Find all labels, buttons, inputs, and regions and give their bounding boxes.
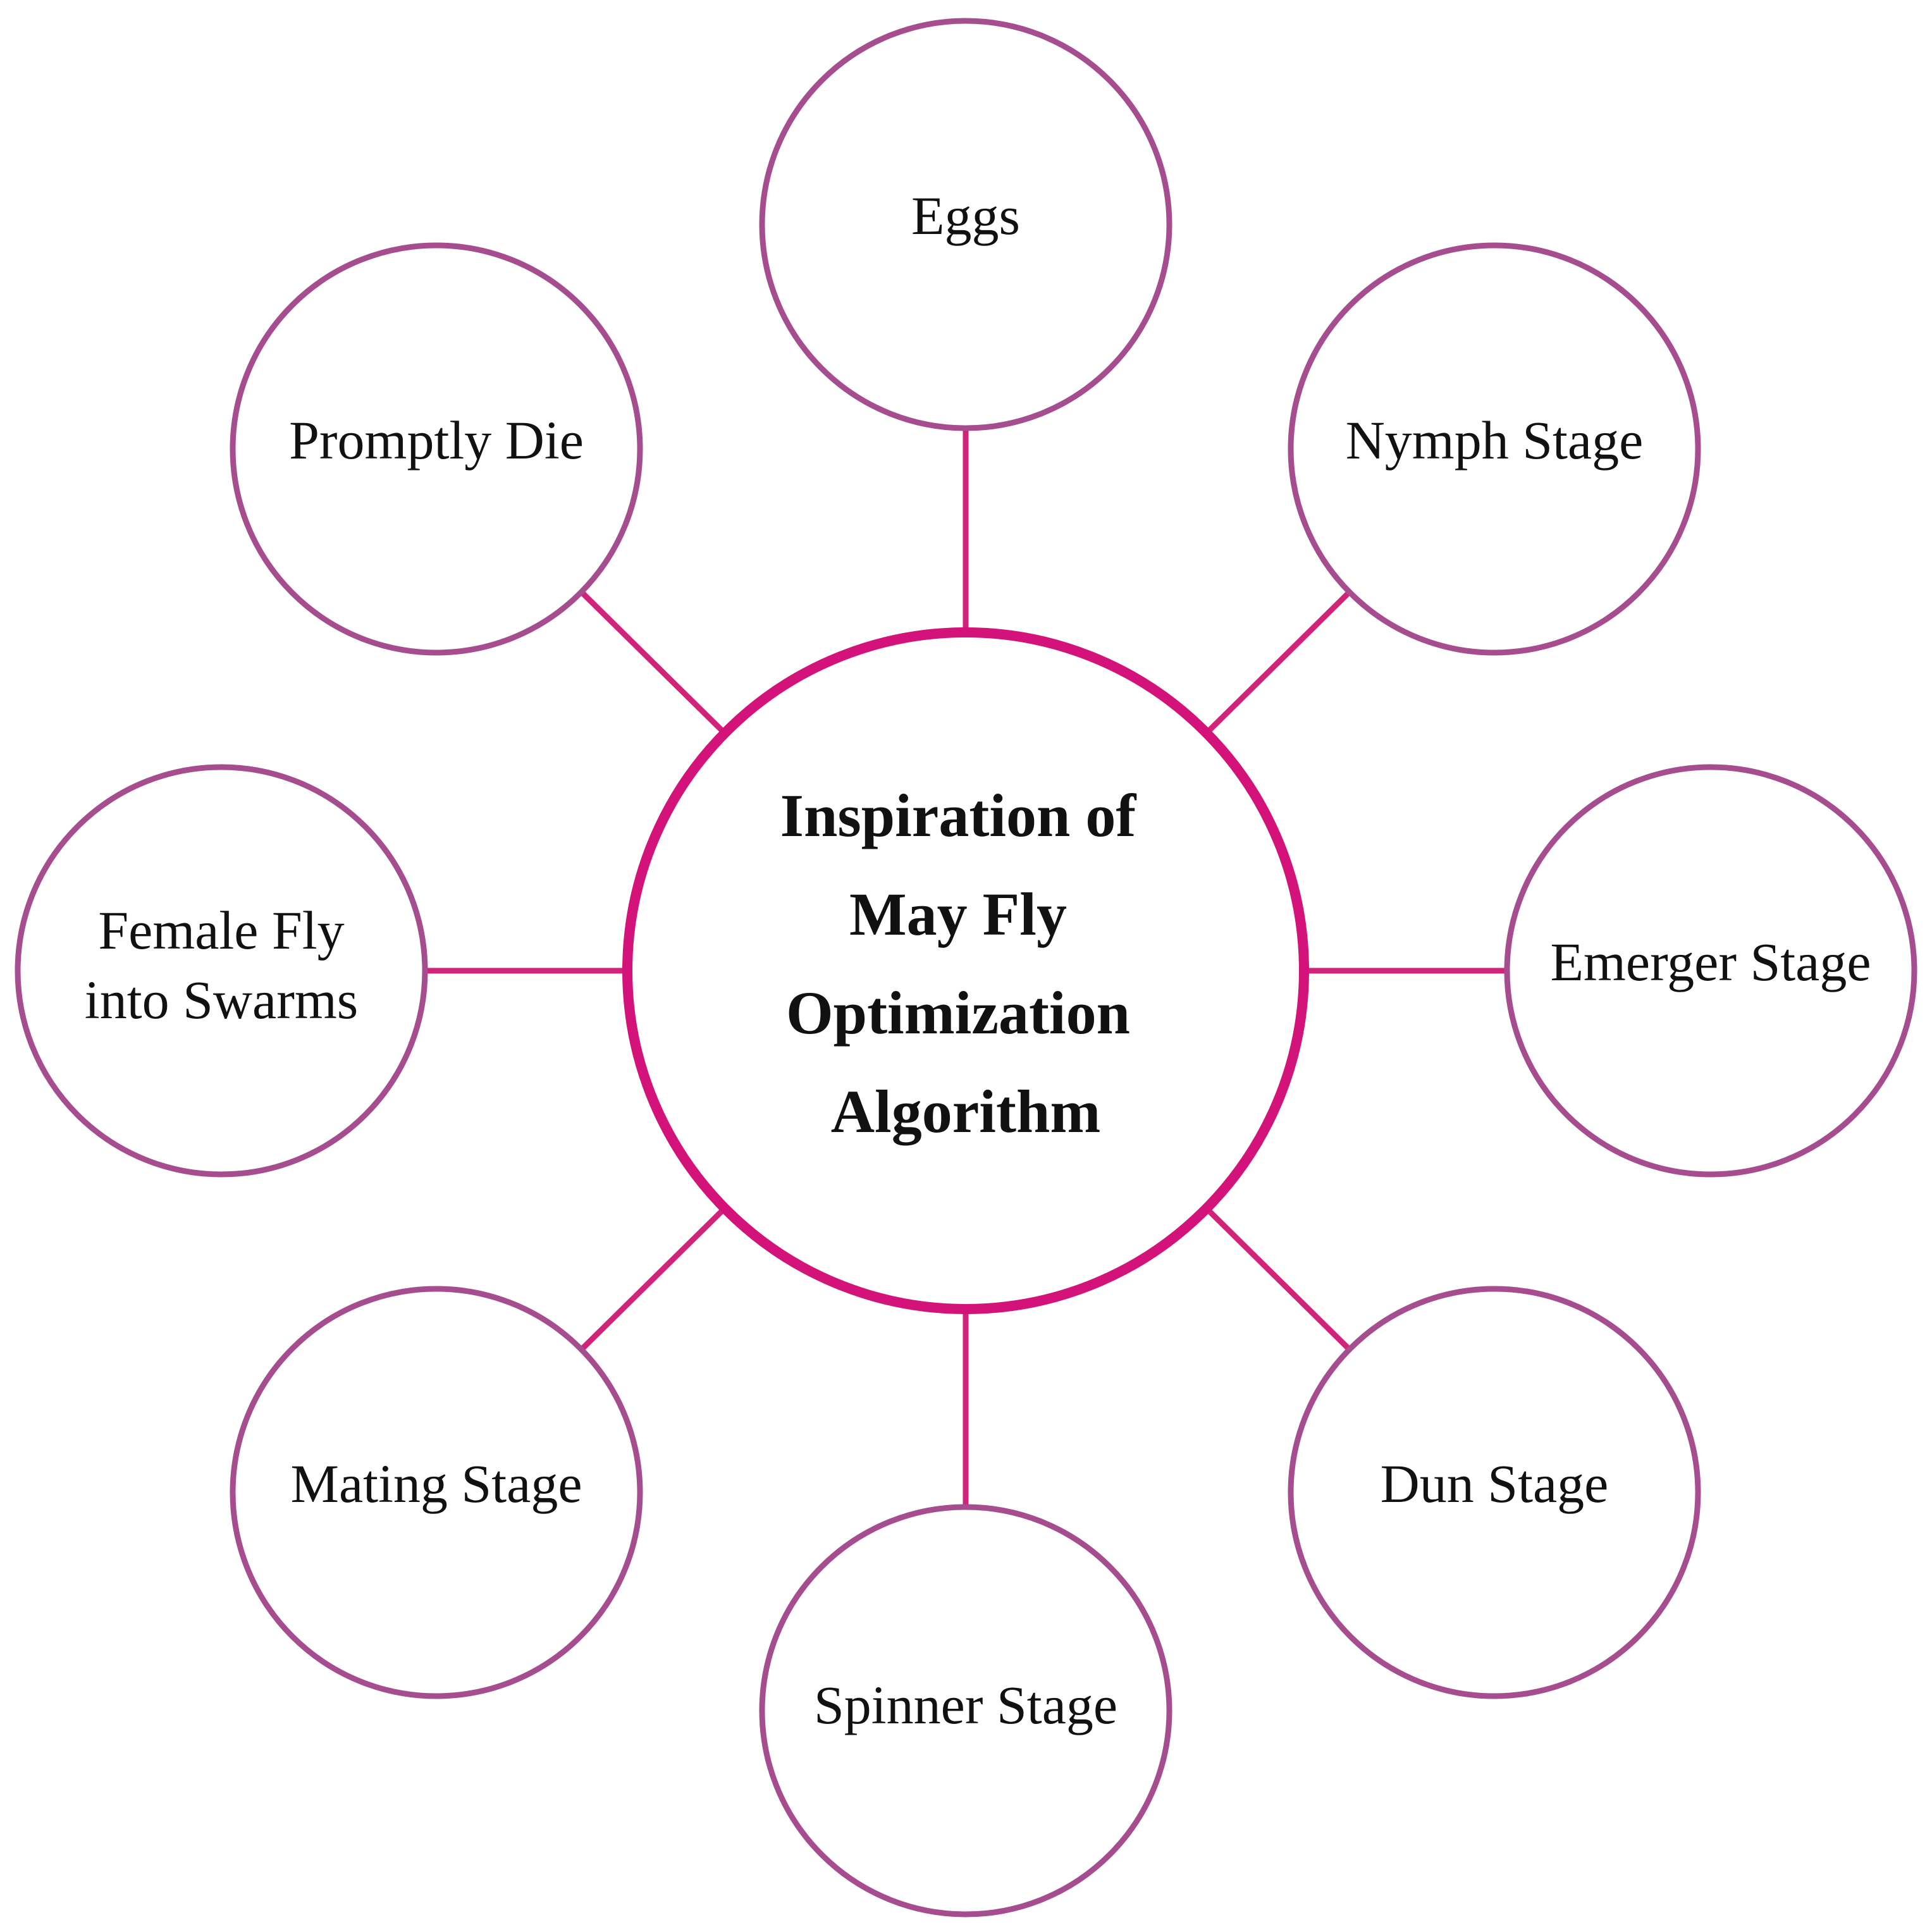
stage-node-promptly-die: Promptly Die bbox=[230, 242, 643, 656]
connectors bbox=[425, 428, 1507, 1507]
stage-circle-eggs bbox=[759, 18, 1172, 431]
stage-node-female-fly-into-swarms: Female Fly into Swarms bbox=[15, 764, 428, 1178]
stage-label-mating-stage: Mating Stage bbox=[291, 1453, 582, 1514]
stage-label-line: Nymph Stage bbox=[1346, 410, 1644, 471]
stage-label-line: into Swarms bbox=[85, 969, 358, 1030]
center-title-line-4: Algorithm bbox=[831, 1078, 1101, 1145]
stage-label-line: Mating Stage bbox=[291, 1453, 582, 1514]
connector-promptly-die bbox=[579, 589, 727, 735]
center-title-line-1: Inspiration of bbox=[780, 782, 1137, 849]
stage-node-emerger-stage: Emerger Stage bbox=[1504, 764, 1917, 1178]
stage-label-line: Eggs bbox=[911, 185, 1020, 246]
stage-label-eggs: Eggs bbox=[911, 185, 1020, 246]
connector-dun-stage bbox=[1204, 1206, 1351, 1352]
stage-label-line: Spinner Stage bbox=[814, 1675, 1117, 1735]
stage-node-dun-stage: Dun Stage bbox=[1288, 1286, 1701, 1699]
stage-label-dun-stage: Dun Stage bbox=[1381, 1453, 1609, 1514]
stage-node-eggs: Eggs bbox=[759, 18, 1172, 431]
stage-label-spinner-stage: Spinner Stage bbox=[814, 1675, 1117, 1735]
connector-nymph-stage bbox=[1204, 589, 1351, 735]
connector-mating-stage bbox=[579, 1206, 727, 1352]
stage-circle-female-fly-into-swarms bbox=[15, 764, 428, 1178]
stage-label-line: Female Fly bbox=[98, 900, 344, 961]
stage-label-line: Dun Stage bbox=[1381, 1453, 1609, 1514]
stage-circle-dun-stage bbox=[1288, 1286, 1701, 1699]
stage-node-spinner-stage: Spinner Stage bbox=[759, 1504, 1172, 1917]
stage-label-line: Promptly Die bbox=[289, 410, 584, 471]
stage-label-female-fly-into-swarms: Female Fly into Swarms bbox=[85, 900, 358, 1030]
center-title: Inspiration of May Fly Optimization Algo… bbox=[780, 782, 1152, 1145]
center-title-line-3: Optimization bbox=[786, 979, 1130, 1047]
center-circle bbox=[622, 627, 1309, 1314]
stage-label-nymph-stage: Nymph Stage bbox=[1346, 410, 1644, 471]
stage-node-mating-stage: Mating Stage bbox=[230, 1286, 643, 1699]
stage-circle-spinner-stage bbox=[759, 1504, 1172, 1917]
stage-circle-emerger-stage bbox=[1504, 764, 1917, 1178]
stage-circle-nymph-stage bbox=[1288, 242, 1701, 656]
stage-circle-mating-stage bbox=[230, 1286, 643, 1699]
stage-circle-promptly-die bbox=[230, 242, 643, 656]
stage-node-nymph-stage: Nymph Stage bbox=[1288, 242, 1701, 656]
stage-label-promptly-die: Promptly Die bbox=[289, 410, 584, 471]
stage-label-line: Emerger Stage bbox=[1550, 932, 1871, 992]
stage-label-emerger-stage: Emerger Stage bbox=[1550, 932, 1871, 992]
center-title-line-2: May Fly bbox=[849, 880, 1067, 948]
